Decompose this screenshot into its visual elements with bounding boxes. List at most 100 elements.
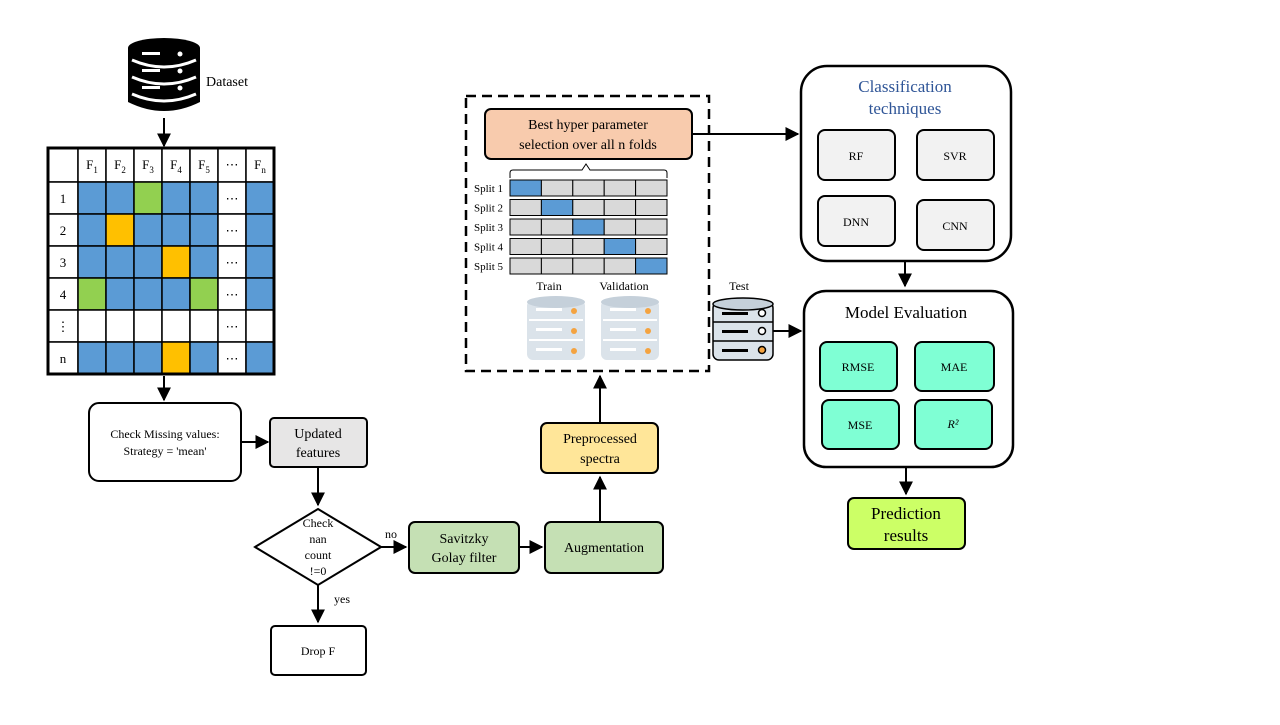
decision-line1: Check <box>303 516 334 530</box>
matrix-cell <box>77 341 107 375</box>
validation-label: Validation <box>599 279 648 293</box>
matrix-ellipsis: ⋯ <box>226 351 239 366</box>
r2-label: R² <box>947 417 959 431</box>
matrix-cell <box>245 277 275 311</box>
split-label: Split 5 <box>474 261 504 273</box>
matrix-ellipsis: ⋯ <box>226 191 239 206</box>
train-fold-segment <box>635 218 668 236</box>
train-fold-segment <box>509 199 542 216</box>
matrix-cell <box>133 245 163 279</box>
mse-label: MSE <box>848 418 873 432</box>
train-fold-segment <box>572 199 605 216</box>
decision-line3: count <box>305 548 332 562</box>
train-fold-segment <box>509 218 542 236</box>
split-label: Split 3 <box>474 222 504 234</box>
dnn-label: DNN <box>843 215 869 229</box>
train-fold-segment <box>572 257 605 275</box>
cnn-box <box>916 199 995 251</box>
matrix-header-cell <box>189 147 219 183</box>
matrix-cell <box>189 309 219 343</box>
row-header-label: 4 <box>60 287 67 302</box>
matrix-cell <box>133 181 163 215</box>
preprocessed-line1: Preprocessed <box>563 432 637 447</box>
matrix-cell <box>161 181 191 215</box>
matrix-cell <box>105 341 135 375</box>
matrix-ellipsis: ⋯ <box>226 223 239 238</box>
split-label: Split 4 <box>474 242 504 254</box>
decision-line4: !=0 <box>310 564 327 578</box>
matrix-ellipsis: ⋯ <box>226 319 239 334</box>
matrix-cell <box>217 213 247 247</box>
row-header-label: 3 <box>60 255 67 270</box>
missing-values-line1: Check Missing values: <box>110 427 219 441</box>
matrix-cell <box>105 245 135 279</box>
matrix-cell <box>245 213 275 247</box>
matrix-ellipsis: ⋯ <box>226 287 239 302</box>
mse-box <box>821 399 900 450</box>
dataset-label: Dataset <box>206 75 248 90</box>
matrix-cell <box>77 245 107 279</box>
matrix-cell <box>189 341 219 375</box>
train-fold-segment <box>603 179 637 197</box>
rf-box <box>817 129 896 181</box>
matrix-cell <box>77 213 107 247</box>
matrix-cell <box>105 181 135 215</box>
model-evaluation-title: Model Evaluation <box>845 303 968 322</box>
savitzky-line1: Savitzky <box>440 532 489 547</box>
yes-label: yes <box>334 592 350 606</box>
matrix-row-header-cell <box>47 309 79 343</box>
matrix-cell <box>245 309 275 343</box>
validation-fold-segment <box>635 257 668 275</box>
matrix-cell <box>217 181 247 215</box>
feature-header-label: F1 <box>86 157 98 175</box>
svr-label: SVR <box>943 149 966 163</box>
test-label: Test <box>729 279 749 293</box>
matrix-cell <box>161 277 191 311</box>
train-fold-segment <box>635 238 668 255</box>
train-server-icon <box>527 296 585 360</box>
updated-features-line1: Updated <box>294 427 341 442</box>
drop-feature-label: Drop F <box>301 644 336 658</box>
mae-box <box>914 341 995 392</box>
rf-label: RF <box>849 149 864 163</box>
no-label: no <box>385 527 397 541</box>
missing-values-line2: Strategy = 'mean' <box>123 444 206 458</box>
train-fold-segment <box>635 199 668 216</box>
matrix-cell <box>105 213 135 247</box>
preprocessed-line2: spectra <box>580 452 620 467</box>
validation-fold-segment <box>509 179 542 197</box>
matrix-cell <box>133 341 163 375</box>
matrix-cell <box>245 245 275 279</box>
train-fold-segment <box>509 257 542 275</box>
train-fold-segment <box>540 238 574 255</box>
r2-box <box>914 399 993 450</box>
split-label: Split 2 <box>474 203 503 215</box>
matrix-cell <box>105 277 135 311</box>
train-fold-segment <box>603 199 637 216</box>
prediction-line1: Prediction <box>871 504 941 523</box>
train-fold-segment <box>603 257 637 275</box>
rmse-label: RMSE <box>842 360 875 374</box>
feature-header-label: F2 <box>114 157 126 175</box>
matrix-cell <box>161 213 191 247</box>
feature-header-label: ⋯ <box>226 157 239 172</box>
train-fold-segment <box>540 257 574 275</box>
matrix-cell <box>77 277 107 311</box>
matrix-corner-cell <box>47 147 79 183</box>
matrix-ellipsis: ⋯ <box>226 255 239 270</box>
matrix-cell <box>189 277 219 311</box>
cross-validation-frame <box>464 94 711 373</box>
row-header-label: ⋮ <box>57 319 70 334</box>
savitzky-line2: Golay filter <box>432 551 497 566</box>
updated-features-line2: features <box>296 446 340 461</box>
train-fold-segment <box>603 218 637 236</box>
train-fold-segment <box>509 238 542 255</box>
missing-values-box <box>88 402 242 482</box>
matrix-cell <box>133 309 163 343</box>
row-header-label: 2 <box>60 223 67 238</box>
matrix-cell <box>161 309 191 343</box>
best-hyperparameter-line1: Best hyper parameter <box>528 118 648 133</box>
fold-brace <box>509 163 668 178</box>
